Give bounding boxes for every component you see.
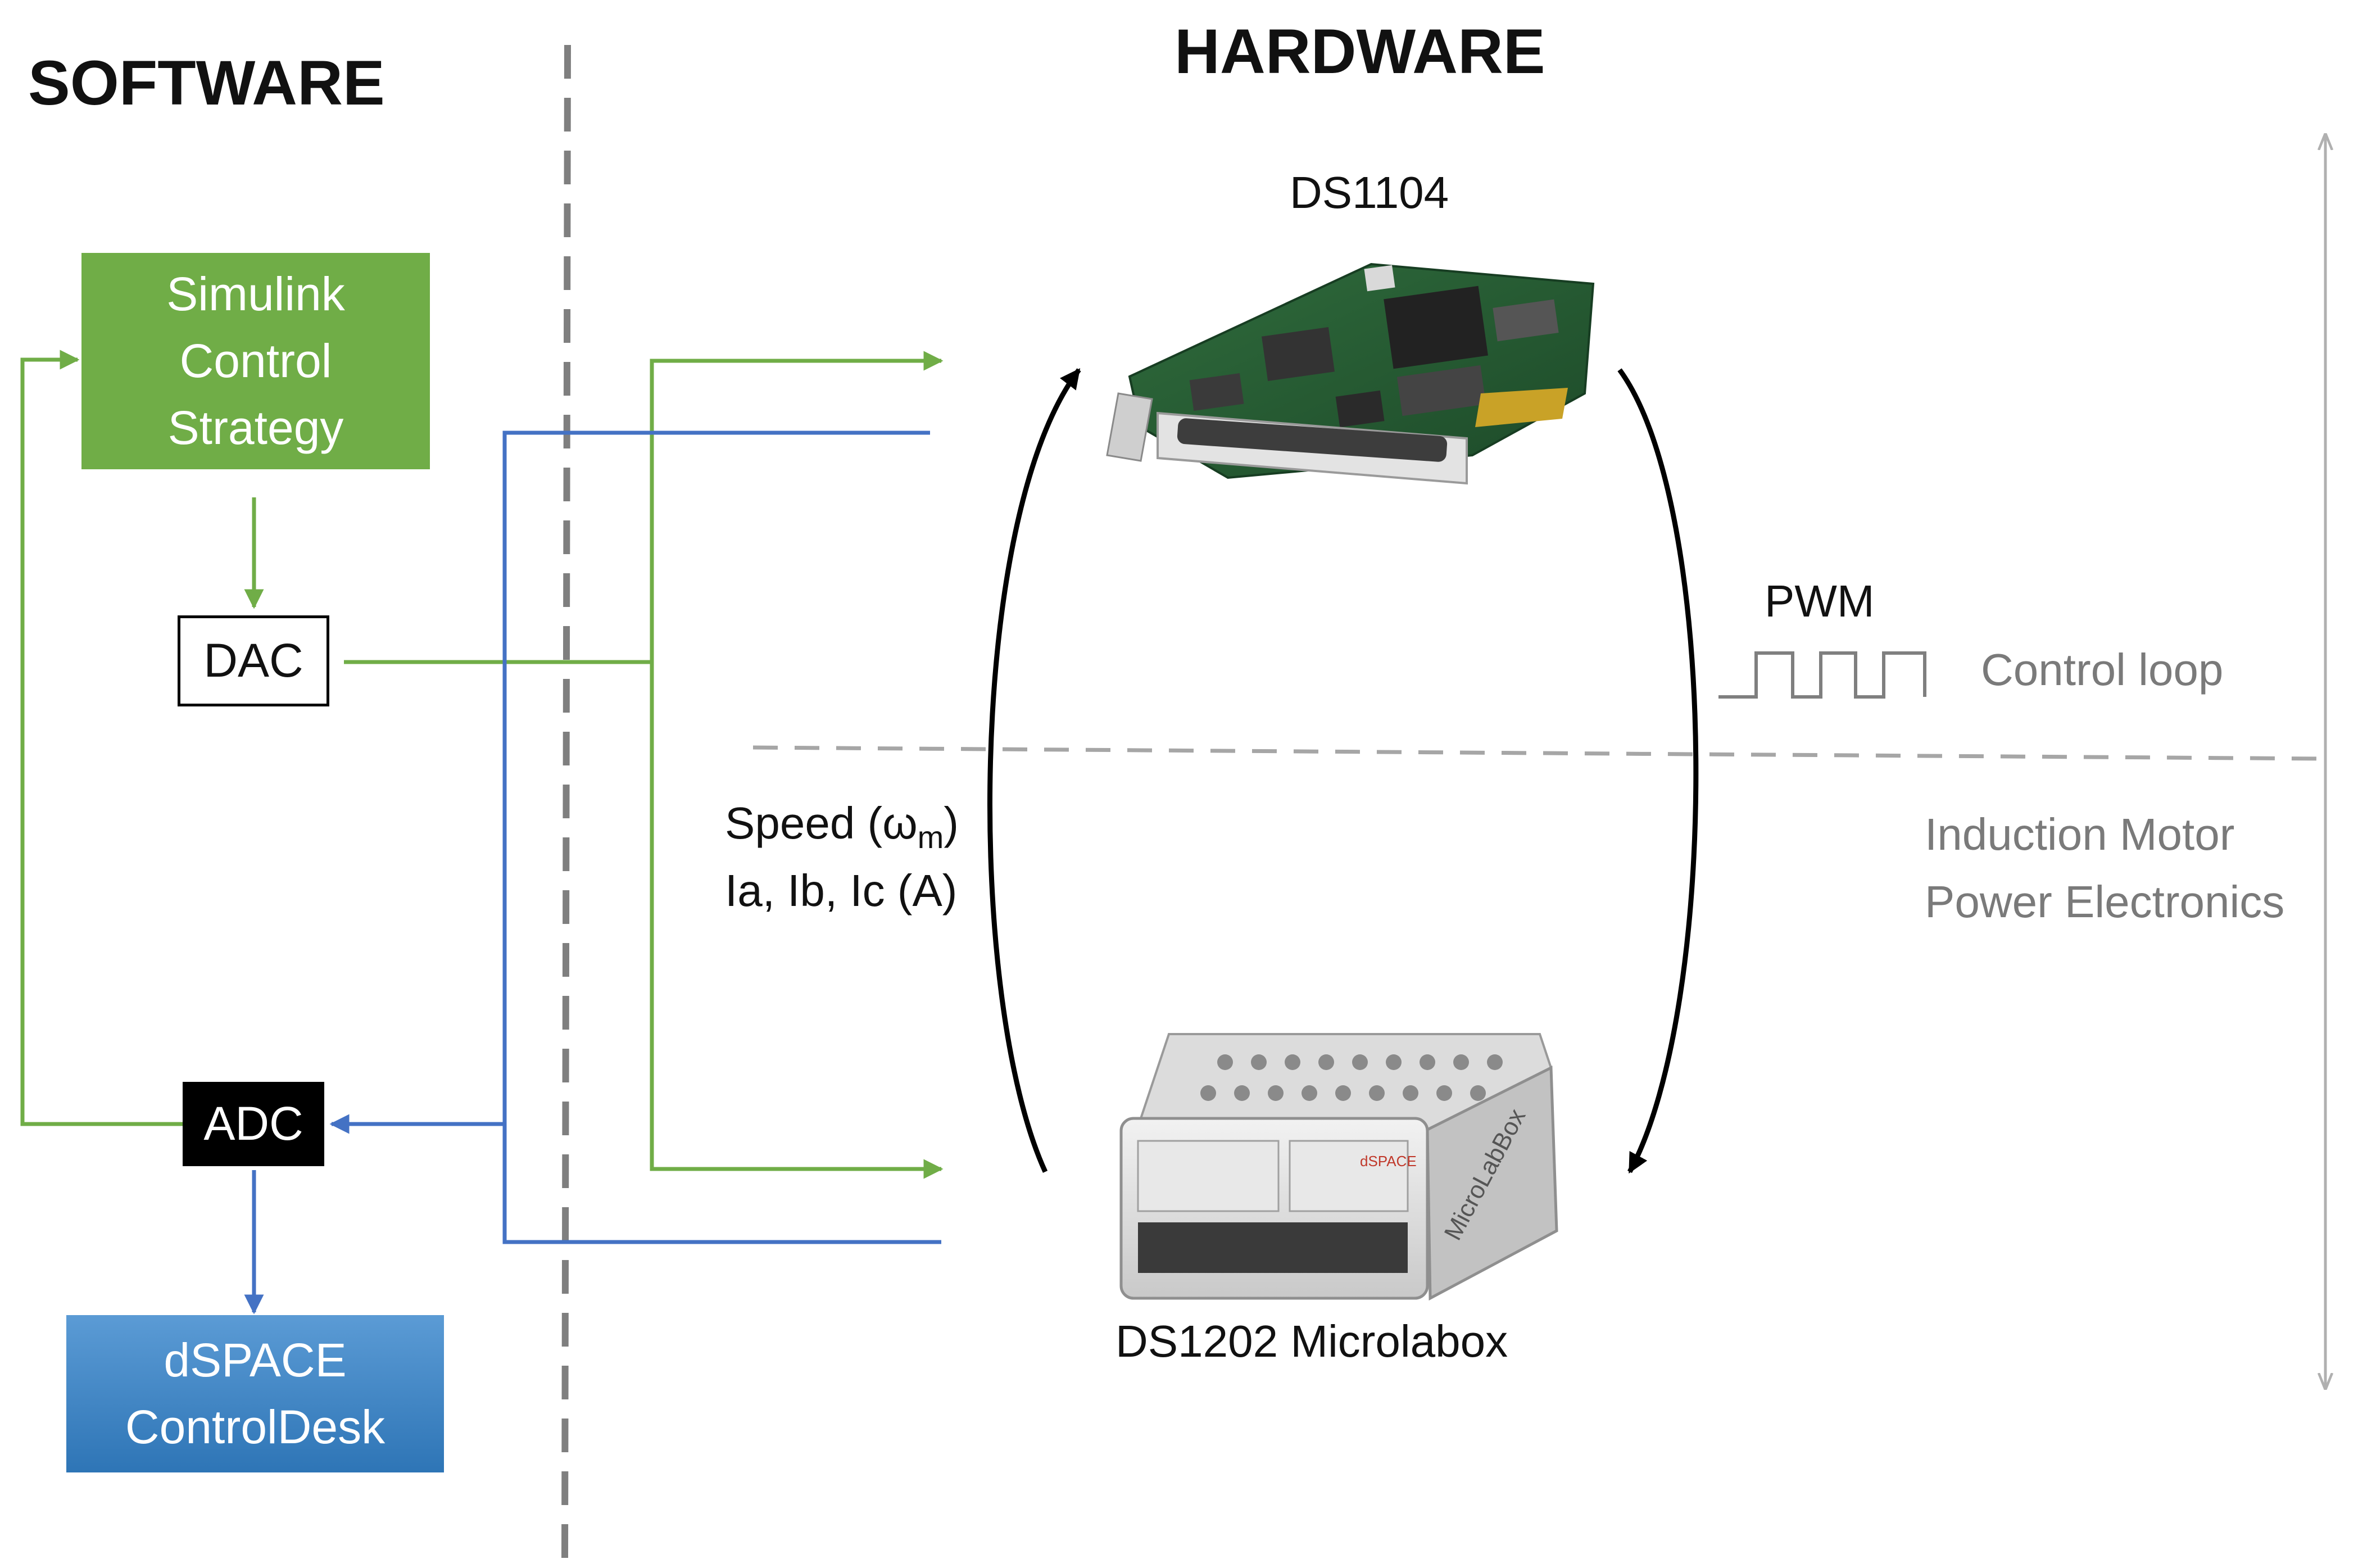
microlabox-image: MicroLabBox dSPACE [1119,1033,1558,1301]
pwm-label: PWM [1765,576,1875,626]
dac-block[interactable]: DAC [178,615,329,706]
pwm-curve-arrow [1617,368,1699,1174]
feedback-curve-arrow [987,368,1081,1173]
adc-label: ADC [203,1097,303,1150]
controldesk-block[interactable]: dSPACE ControlDesk [66,1315,444,1472]
dac-label: DAC [203,634,303,687]
speed-label-suffix: ) [944,798,959,848]
pwm-waveform-icon [1718,651,1926,699]
hardware-title: HARDWARE [1175,16,1545,87]
controldesk-label: dSPACE ControlDesk [125,1333,386,1453]
software-title: SOFTWARE [28,48,385,118]
ds1104-label: DS1104 [1290,167,1449,217]
power-electronics-label: Power Electronics [1925,877,2285,927]
dac-to-microlabox-wire [650,662,944,1179]
speed-label: Speed (ωm) [725,801,959,853]
ds1104-feedback-wire [502,430,941,1244]
microlabox-label: DS1202 Microlabox [1115,1316,1508,1366]
dspace-logo: dSPACE [1360,1153,1417,1170]
simulink-control-block[interactable]: Simulink Control Strategy [81,253,430,469]
simulink-control-label: Simulink Control Strategy [166,267,345,455]
currents-label: Ia, Ib, Ic (A) [725,865,958,916]
speed-label-subscript: m [917,819,944,855]
ds1104-board-image [1106,262,1595,485]
control-loop-label: Control loop [1981,645,2224,695]
adc-to-simulink-wire [20,350,183,1126]
speed-label-prefix: Speed (ω [725,798,918,848]
adc-block[interactable]: ADC [183,1082,324,1166]
induction-motor-label: Induction Motor [1925,809,2235,859]
dac-to-ds1104-wire [650,351,944,662]
loop-plant-divider [752,745,2324,761]
software-hardware-divider [561,44,571,1560]
